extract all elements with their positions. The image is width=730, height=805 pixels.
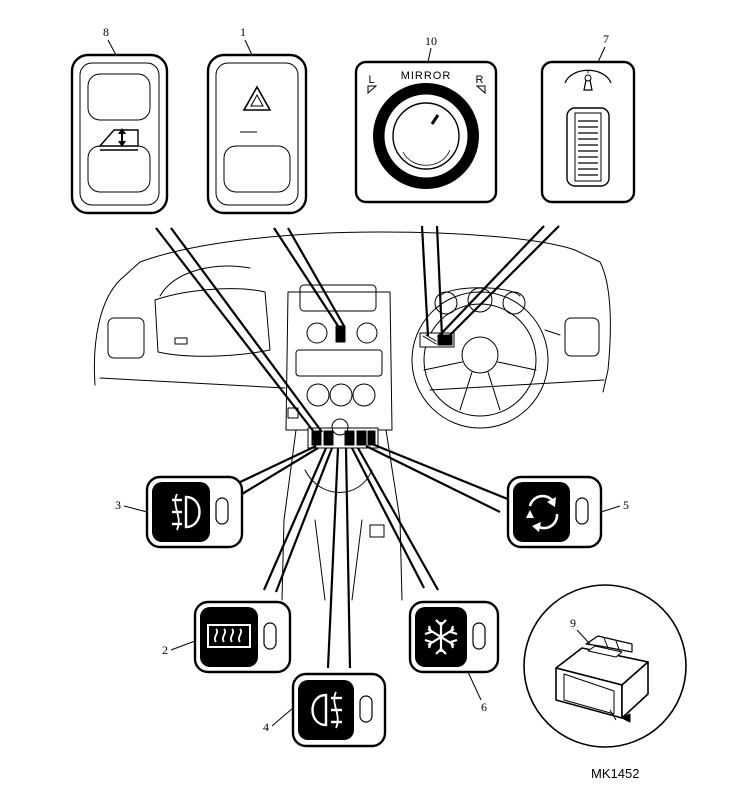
callout-4: 4 [263,720,269,734]
mirror-knob-icon [373,83,479,189]
air-recirculation-icon [526,494,559,532]
switch-5-recirculation [506,475,603,549]
dashboard-illustration [93,231,611,601]
callout-3: 3 [115,498,121,512]
callout-2: 2 [162,643,168,657]
callout-5: 5 [623,498,629,512]
switch-8-window-lift [70,53,169,215]
callout-10: 10 [425,34,437,48]
leader-lines [155,225,560,669]
rear-fog-lamp-icon [311,691,342,729]
blanking-switch-icon [555,635,649,723]
callout-1: 1 [240,25,246,39]
callout-7: 7 [603,32,609,46]
switch-7-dimmer [540,60,636,204]
callout-9: 9 [570,616,576,630]
switch-9-blanking [523,584,687,748]
air-conditioning-snowflake-icon [424,619,458,655]
switch-3-front-fog [145,475,244,549]
mirror-title: MIRROR [401,70,452,82]
window-lift-icon [98,128,139,151]
switch-1-hazard [206,53,308,215]
mirror-left-label: L [368,74,375,86]
mirror-right-label: R [476,74,485,86]
callout-8: 8 [103,25,109,39]
switch-4-rear-fog [291,672,387,748]
switch-2-heated-rear-window [193,600,292,674]
instrument-dimmer-icon [564,69,612,91]
switch-10-mirror: MIRROR L R [354,60,498,204]
hazard-triangle-icon [242,85,272,111]
callout-labels: 8 1 10 7 3 5 2 6 4 9 [103,25,629,734]
callout-6: 6 [481,700,487,714]
switch-6-air-conditioning [408,600,500,674]
heated-rear-window-icon [207,624,251,648]
front-fog-lamp-icon [172,493,201,531]
figure-code: MK1452 [591,766,639,781]
